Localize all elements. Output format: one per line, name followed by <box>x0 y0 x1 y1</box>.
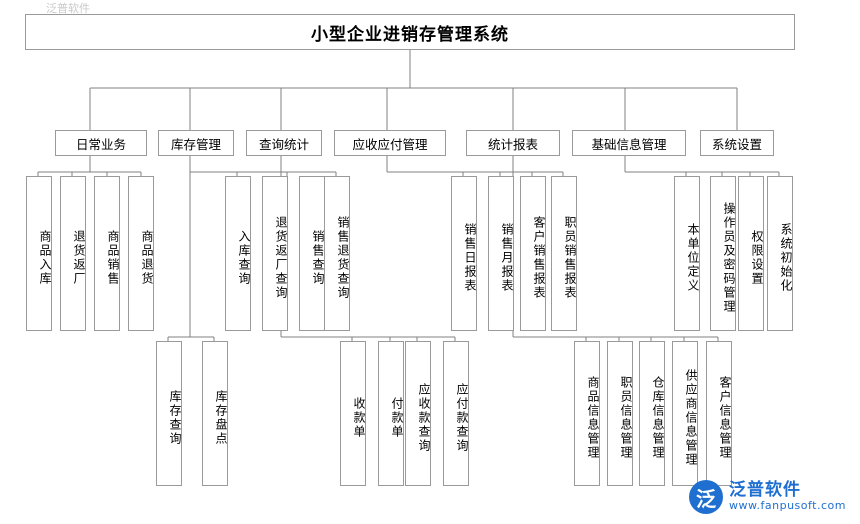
brand-logo-icon: 泛 <box>689 480 724 514</box>
leaf-permission-settings[interactable]: 权限设置 <box>738 176 764 331</box>
leaf-payable-query[interactable]: 应付款查询 <box>443 341 469 486</box>
leaf-return-factory-query[interactable]: 退货返厂查询 <box>262 176 288 331</box>
leaf-sales-monthly-report[interactable]: 销售月报表 <box>488 176 514 331</box>
brand-url: www.fanpusoft.com <box>729 499 846 513</box>
node-stock-management[interactable]: 库存管理 <box>158 130 234 156</box>
leaf-sales-daily-report[interactable]: 销售日报表 <box>451 176 477 331</box>
leaf-payment-voucher[interactable]: 付款单 <box>378 341 404 486</box>
leaf-customer-sales-report[interactable]: 客户销售报表 <box>520 176 546 331</box>
leaf-receipt-voucher[interactable]: 收款单 <box>340 341 366 486</box>
leaf-staff-info-management[interactable]: 职员信息管理 <box>607 341 633 486</box>
node-system-settings[interactable]: 系统设置 <box>700 130 774 156</box>
leaf-customer-info-management[interactable]: 客户信息管理 <box>706 341 732 486</box>
node-statistic-report[interactable]: 统计报表 <box>466 130 560 156</box>
leaf-goods-info-management[interactable]: 商品信息管理 <box>574 341 600 486</box>
leaf-goods-sale[interactable]: 商品销售 <box>94 176 120 331</box>
leaf-staff-sales-report[interactable]: 职员销售报表 <box>551 176 577 331</box>
node-receivable-payable[interactable]: 应收应付管理 <box>334 130 446 156</box>
leaf-stock-query[interactable]: 库存查询 <box>156 341 182 486</box>
leaf-sale-query[interactable]: 销售查询 <box>299 176 325 331</box>
node-basic-info-management[interactable]: 基础信息管理 <box>572 130 686 156</box>
watermark-text: 泛普软件 www.fanpusoft.com <box>729 479 846 513</box>
leaf-system-initialization[interactable]: 系统初始化 <box>767 176 793 331</box>
leaf-sale-return-query[interactable]: 销售退货查询 <box>324 176 350 331</box>
leaf-inbound-query[interactable]: 入库查询 <box>225 176 251 331</box>
leaf-warehouse-info-management[interactable]: 仓库信息管理 <box>639 341 665 486</box>
node-daily-business[interactable]: 日常业务 <box>55 130 147 156</box>
brand-name: 泛普软件 <box>729 479 802 500</box>
watermark: 泛 泛普软件 www.fanpusoft.com <box>689 480 846 514</box>
leaf-goods-return[interactable]: 商品退货 <box>128 176 154 331</box>
node-query-statistics[interactable]: 查询统计 <box>246 130 322 156</box>
leaf-supplier-info-management[interactable]: 供应商信息管理 <box>672 341 698 486</box>
leaf-goods-inbound[interactable]: 商品入库 <box>26 176 52 331</box>
leaf-stock-check[interactable]: 库存盘点 <box>202 341 228 486</box>
leaf-receivable-query[interactable]: 应收款查询 <box>405 341 431 486</box>
diagram-title: 小型企业进销存管理系统 <box>25 14 795 50</box>
leaf-operator-password-management[interactable]: 操作员及密码管理 <box>710 176 736 331</box>
faint-corner-label: 泛普软件 <box>46 2 90 15</box>
leaf-return-to-factory[interactable]: 退货返厂 <box>60 176 86 331</box>
leaf-company-definition[interactable]: 本单位定义 <box>674 176 700 331</box>
